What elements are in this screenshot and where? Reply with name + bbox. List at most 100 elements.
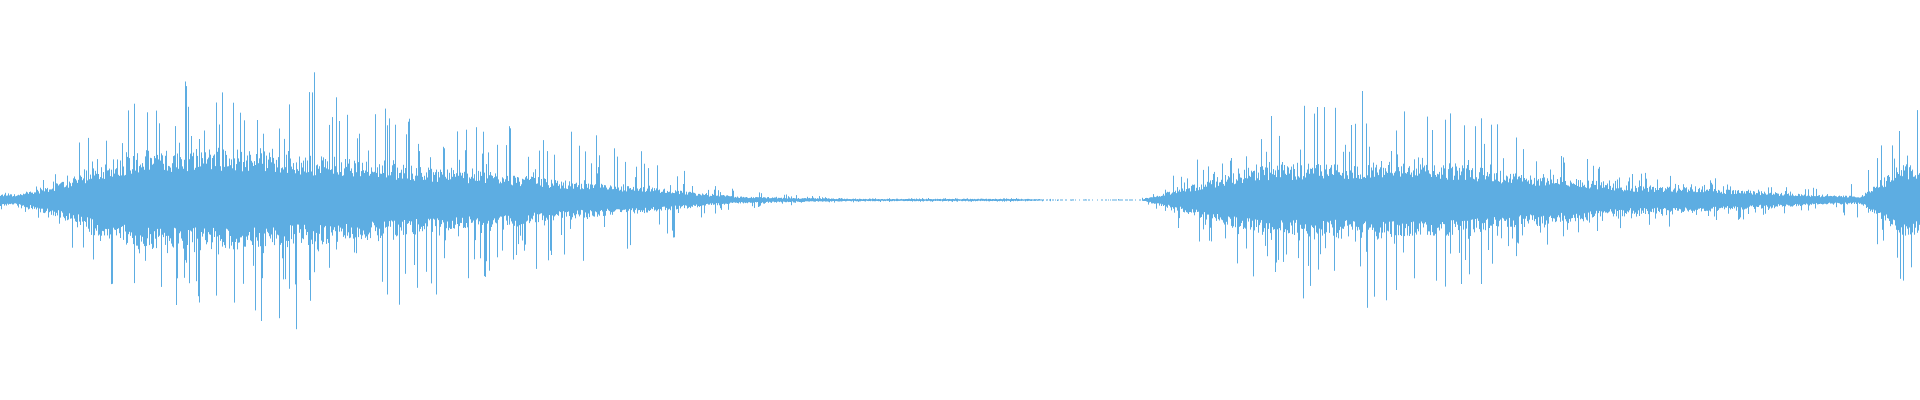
waveform-bar: [553, 185, 554, 221]
waveform-bar: [1171, 193, 1172, 211]
waveform-bar: [589, 189, 590, 218]
waveform-bar: [224, 166, 225, 246]
waveform-bar: [605, 185, 606, 216]
waveform-bar: [1779, 195, 1780, 206]
waveform-bar: [1041, 199, 1042, 201]
waveform-bar: [382, 165, 383, 282]
waveform-bar: [252, 162, 253, 245]
waveform-bar: [400, 172, 401, 228]
waveform-bar: [1494, 173, 1495, 218]
waveform-bar: [1060, 199, 1061, 201]
waveform-bar: [58, 185, 59, 211]
waveform-bar: [1409, 166, 1410, 236]
waveform-bar: [89, 179, 90, 232]
waveform-bar: [100, 177, 101, 241]
waveform-bar: [1481, 118, 1482, 284]
waveform-bar: [28, 193, 29, 210]
waveform-bar: [1246, 156, 1247, 249]
waveform-bar: [119, 175, 120, 234]
waveform-bar: [1576, 179, 1577, 214]
waveform-bar: [1905, 166, 1906, 236]
waveform-bar: [1208, 166, 1209, 215]
waveform-bar: [634, 190, 635, 214]
waveform-bar: [606, 187, 607, 211]
waveform-bar: [1278, 169, 1279, 260]
waveform-bar: [1424, 165, 1425, 224]
waveform-bar: [399, 173, 400, 305]
waveform-bar: [347, 114, 348, 236]
waveform-bar: [1113, 199, 1114, 201]
waveform-bar: [827, 198, 828, 202]
waveform-bar: [1584, 184, 1585, 214]
waveform-bar: [1824, 196, 1825, 204]
waveform-bar: [1829, 196, 1830, 203]
waveform-bar: [411, 165, 412, 222]
waveform-bar: [1428, 170, 1429, 232]
waveform-bar: [200, 166, 201, 251]
waveform-bar: [537, 183, 538, 215]
waveform-bar: [801, 198, 802, 203]
waveform-bar: [810, 198, 811, 202]
waveform-bar: [1537, 180, 1538, 226]
waveform-bar: [111, 169, 112, 285]
waveform-bar: [1666, 189, 1667, 216]
waveform-bar: [1729, 189, 1730, 209]
waveform-bar: [1561, 156, 1562, 213]
waveform-bar: [88, 137, 89, 229]
waveform-bar: [1786, 187, 1787, 205]
waveform-bar: [1452, 166, 1453, 235]
waveform-bar: [78, 179, 79, 215]
waveform-bar: [56, 183, 57, 213]
waveform-bar: [1802, 195, 1803, 206]
waveform-bar: [1198, 190, 1199, 212]
waveform-bar: [679, 194, 680, 206]
waveform-bar: [777, 198, 778, 202]
waveform-bar: [32, 192, 33, 210]
waveform-bar: [274, 163, 275, 246]
waveform-bar: [576, 182, 577, 215]
waveform-bar: [1882, 185, 1883, 230]
waveform-bar: [165, 155, 166, 245]
waveform-bar: [1039, 199, 1040, 201]
waveform-bar: [27, 192, 28, 208]
waveform-bar: [1547, 178, 1548, 245]
waveform-bar: [1789, 195, 1790, 206]
waveform-bar: [1838, 196, 1839, 204]
waveform-bar: [1501, 183, 1502, 239]
waveform-bar: [1890, 181, 1891, 227]
waveform-bar: [1682, 189, 1683, 212]
waveform-bar: [1234, 184, 1235, 217]
waveform-bar: [303, 160, 304, 240]
waveform-bar: [476, 127, 477, 220]
waveform-bar: [456, 173, 457, 218]
waveform-bar: [1496, 173, 1497, 226]
waveform-bar: [1822, 194, 1823, 205]
waveform-bar: [1187, 178, 1188, 213]
waveform-bar: [406, 134, 407, 235]
waveform-bar: [870, 198, 871, 202]
waveform-bar: [892, 199, 893, 202]
waveform-bar: [1295, 176, 1296, 223]
waveform-bar: [308, 172, 309, 245]
waveform-bar: [931, 199, 932, 202]
waveform-bar: [312, 92, 313, 245]
waveform-bar: [1625, 190, 1626, 213]
waveform-bar: [1907, 155, 1908, 229]
waveform-bar: [1466, 168, 1467, 229]
waveform-bar: [343, 175, 344, 237]
waveform-bar: [1414, 159, 1415, 279]
waveform-bar: [1131, 199, 1132, 201]
waveform-bar: [526, 176, 527, 222]
waveform-bar: [1533, 183, 1534, 216]
waveform-bar: [1812, 196, 1813, 204]
waveform-bar: [651, 189, 652, 209]
waveform-bar: [1461, 171, 1462, 284]
waveform-bar: [739, 198, 740, 203]
waveform-bar: [1632, 174, 1633, 214]
waveform-bar: [1307, 169, 1308, 234]
waveform-bar: [822, 197, 823, 202]
waveform-bar: [1418, 157, 1419, 232]
waveform-bar: [701, 195, 702, 218]
waveform-bar: [1713, 191, 1714, 207]
waveform-bar: [1244, 169, 1245, 228]
